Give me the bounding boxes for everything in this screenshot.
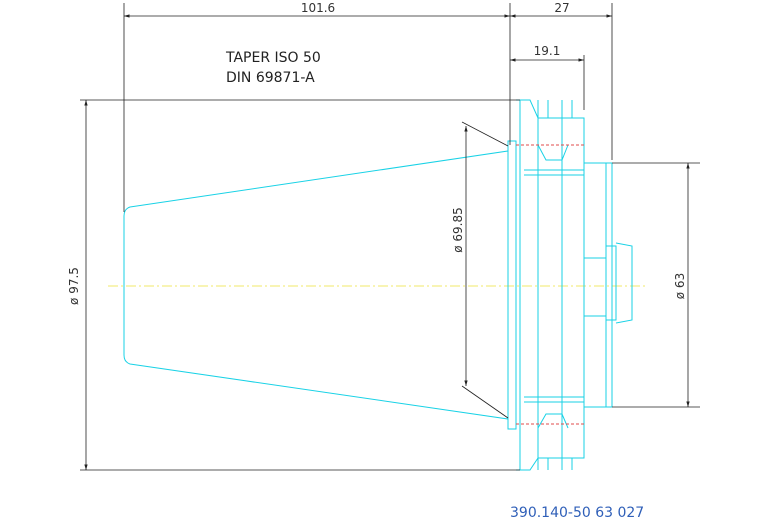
part-number: 390.140-50 63 027 <box>510 505 644 521</box>
dim-flange-width: 19.1 <box>534 44 561 58</box>
title-line-2: DIN 69871-A <box>226 70 315 86</box>
dim-flange-diameter: ø 97.5 <box>67 267 81 305</box>
shank <box>584 162 633 408</box>
dimension-lines <box>80 3 700 471</box>
title-line-1: TAPER ISO 50 <box>225 50 321 66</box>
dim-taper-diameter: ø 69.85 <box>451 207 465 253</box>
taper-body <box>123 150 509 420</box>
dim-taper-length: 101.6 <box>301 1 335 15</box>
dim-flange-length: 27 <box>554 1 569 15</box>
flange <box>507 99 585 471</box>
dim-shank-diameter: ø 63 <box>673 273 687 299</box>
